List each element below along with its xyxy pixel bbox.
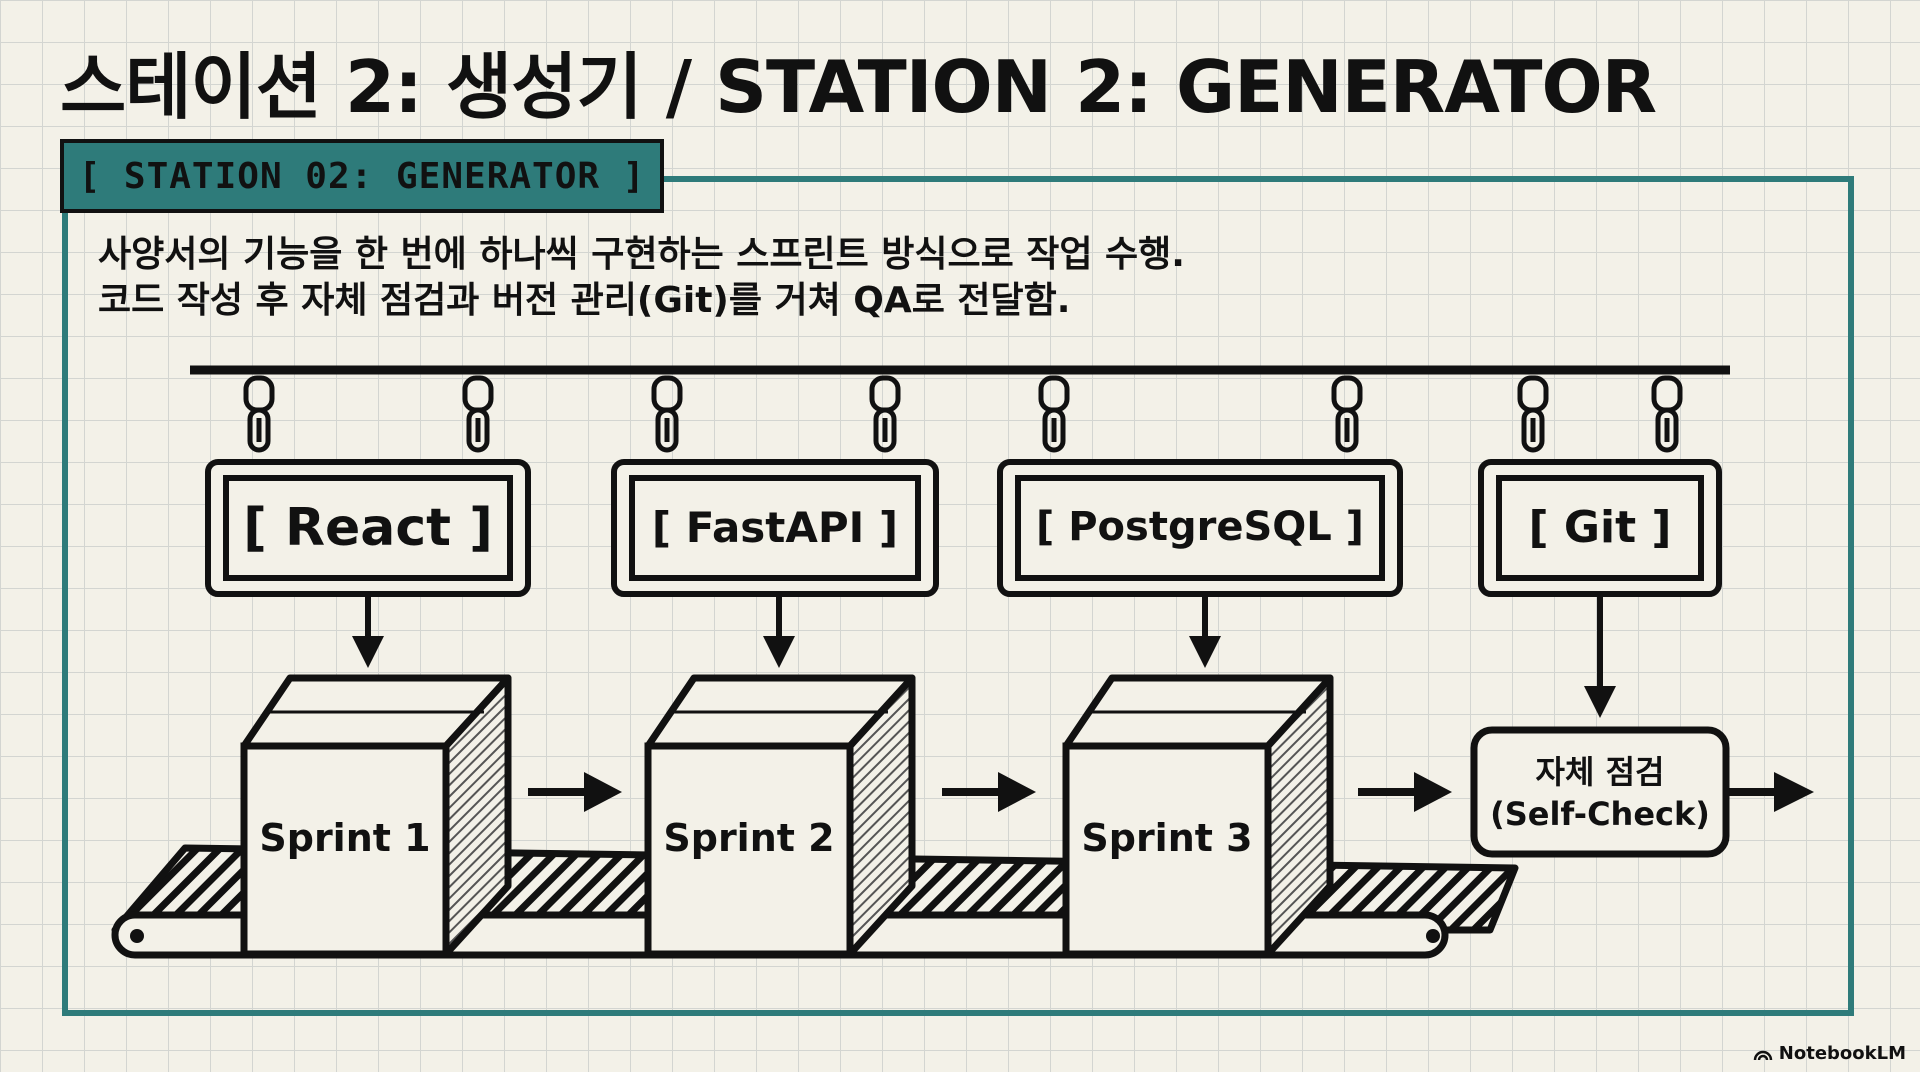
chain-react-left (243, 375, 275, 453)
sign-postgresql: [ PostgreSQL ] (997, 459, 1403, 597)
notebooklm-brand: NotebookLM (1753, 1043, 1906, 1064)
description-line-2: 코드 작성 후 자체 점검과 버전 관리(Git)를 거쳐 QA로 전달함. (98, 280, 1071, 321)
chain-fastapi-left (651, 375, 683, 453)
sprint-box-2: Sprint 2 (644, 674, 916, 958)
chain-git-right (1651, 375, 1683, 453)
down-arrows (352, 597, 1616, 718)
chain-postgres-left (1038, 375, 1070, 453)
sign-react: [ React ] (205, 459, 531, 597)
sign-git: [ Git ] (1478, 459, 1722, 597)
chain-fastapi-right (869, 375, 901, 453)
sign-postgresql-label: [ PostgreSQL ] (1036, 504, 1364, 550)
down-arrow-postgresql (1189, 597, 1221, 668)
sprint-2-label: Sprint 2 (663, 816, 834, 860)
station-tab: [ STATION 02: GENERATOR ] (60, 139, 664, 213)
sign-react-label: [ React ] (243, 498, 493, 558)
flow-arrow-1-2 (528, 772, 622, 812)
page-title: 스테이션 2: 생성기 / STATION 2: GENERATOR (60, 45, 1657, 129)
chain-git-left (1517, 375, 1549, 453)
self-check-label-english: (Self-Check) (1490, 795, 1710, 833)
self-check-box: 자체 점검 (Self-Check) (1470, 726, 1730, 858)
flow-arrows (528, 772, 1814, 812)
chain-react-right (462, 375, 494, 453)
sprint-3-label: Sprint 3 (1081, 816, 1252, 860)
down-arrow-fastapi (763, 597, 795, 668)
sprint-box-1: Sprint 1 (240, 674, 512, 958)
station-frame (62, 176, 1854, 1016)
chains (243, 375, 1683, 453)
brand-label: NotebookLM (1778, 1043, 1906, 1064)
chain-postgres-right (1331, 375, 1363, 453)
sign-fastapi: [ FastAPI ] (611, 459, 939, 597)
description-line-1: 사양서의 기능을 한 번에 하나씩 구현하는 스프린트 방식으로 작업 수행. (98, 234, 1185, 275)
notebooklm-logo-icon (1753, 1050, 1773, 1060)
self-check-label-korean: 자체 점검 (1536, 753, 1665, 791)
station-description: 사양서의 기능을 한 번에 하나씩 구현하는 스프린트 방식으로 작업 수행. … (98, 232, 1698, 324)
sign-fastapi-label: [ FastAPI ] (652, 503, 898, 552)
flow-arrow-3-check (1358, 772, 1452, 812)
flow-arrow-2-3 (942, 772, 1036, 812)
belt-roller-right (1426, 929, 1440, 943)
sign-git-label: [ Git ] (1528, 502, 1671, 553)
down-arrow-git (1584, 597, 1616, 718)
down-arrow-react (352, 597, 384, 668)
sprint-1-label: Sprint 1 (259, 816, 430, 860)
sprint-box-3: Sprint 3 (1062, 674, 1334, 958)
belt-roller-left (130, 929, 144, 943)
flow-arrow-check-out (1728, 772, 1814, 812)
